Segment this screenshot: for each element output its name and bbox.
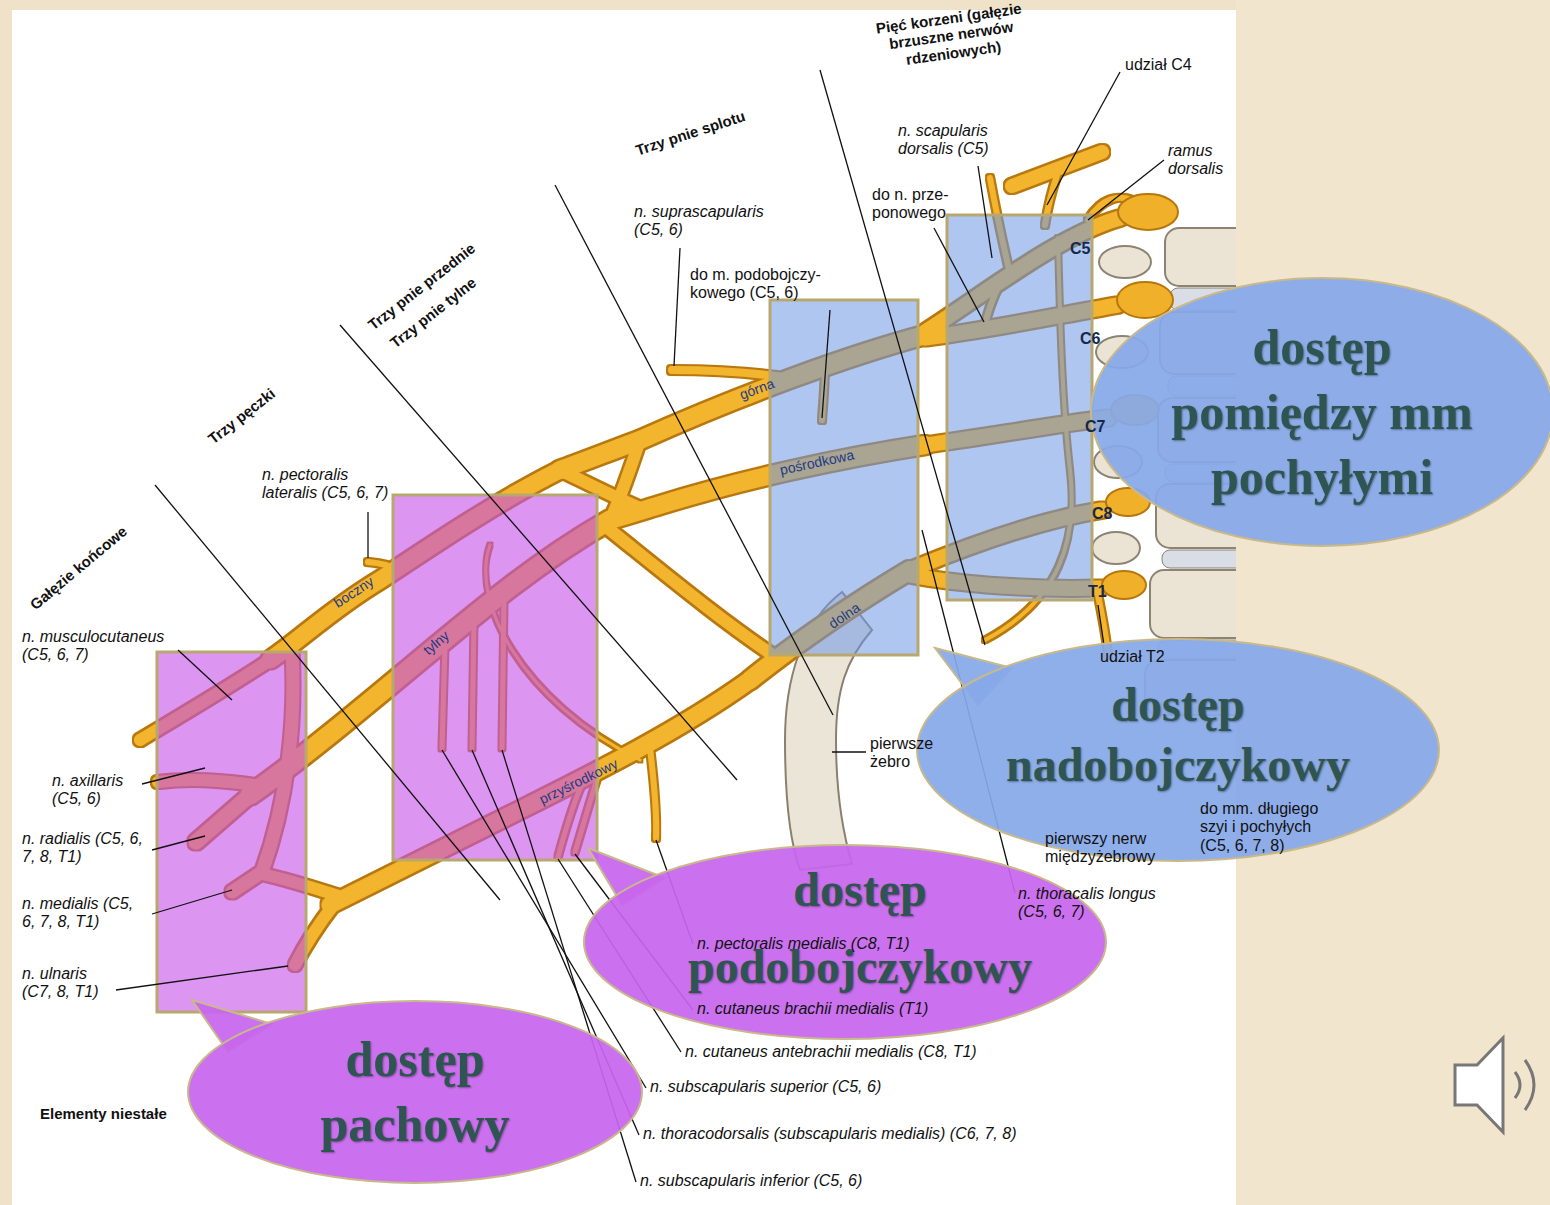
speaker-icon [1455,1038,1534,1132]
anatomy-label: pierwsze żebro [870,735,942,772]
root-label: C8 [1092,505,1112,523]
access-bubble: dostęp pomiędzy mm pochyłymi [1090,277,1550,547]
access-bubble: dostęp nadobojczykowy [916,638,1440,862]
nerve-label: n. pectoralis lateralis (C5, 6, 7) [262,466,397,503]
note-label: Elementy niestałe [40,1105,167,1122]
left-border [0,0,12,1205]
bubble-ellipse [917,639,1439,861]
bubble-text: dostęp podobojczykowy [650,852,1070,1006]
anatomy-label: udział C4 [1125,56,1192,74]
nerve-label: n. subscapularis inferior (C5, 6) [640,1172,862,1190]
nerve-label: n. suprascapularis (C5, 6) [634,203,784,240]
bubble-ellipse [1091,278,1550,546]
purple-region [157,495,597,1012]
nerve-label: n. subscapularis superior (C5, 6) [650,1078,881,1096]
top-border [0,0,1236,10]
anatomy-label: do m. podobojczy- kowego (C5, 6) [690,266,840,303]
leader-lines [116,70,1164,1182]
nerve-label: n. thoracodorsalis (subscapularis medial… [643,1125,1016,1143]
nerve-label: n. cutaneus brachii medialis (T1) [697,1000,928,1018]
bubble-ellipse [584,845,1106,1039]
anatomy-label: udział T2 [1100,648,1165,666]
bubble-shape [187,1000,643,1184]
root-label: T1 [1088,583,1107,601]
nerve-label: n. musculocutaneus (C5, 6, 7) [22,628,182,665]
nerve-label: n. scapularis dorsalis (C5) [898,122,1010,159]
bubble-text: dostęp nadobojczykowy [968,675,1388,795]
anatomy-label: ramus dorsalis [1168,142,1236,179]
bubble-text: dostęp pachowy [265,1027,565,1157]
nerve-label: n. ulnaris (C7, 8, T1) [22,965,112,1002]
nerve-label: n. pectoralis medialis (C8, T1) [697,935,910,953]
anatomy-label: pierwszy nerw międzyżebrowy [1045,830,1175,867]
anatomy-label: do n. prze- ponowego [872,186,962,223]
bubble-ellipse [188,1001,642,1183]
access-bubble: dostęp pachowy [187,1000,643,1184]
side-panel [1236,0,1550,1205]
nerve-label: n. medialis (C5, 6, 7, 8, T1) [22,895,148,932]
nerve-label: n. axillaris (C5, 6) [52,772,142,809]
bubble-text: dostęp pomiędzy mm pochyłymi [1152,315,1492,510]
nerve-label: n. thoracalis longus (C5, 6, 7) [1018,885,1173,922]
root-label: C7 [1085,418,1105,436]
nerve-label: n. cutaneus antebrachii medialis (C8, T1… [685,1043,977,1061]
root-label: C5 [1070,240,1090,258]
nerve-label: n. radialis (C5, 6, 7, 8, T1) [22,830,148,867]
anatomy-label: do mm. długiego szyi i pochyłych (C5, 6,… [1200,800,1340,855]
root-label: C6 [1080,330,1100,348]
